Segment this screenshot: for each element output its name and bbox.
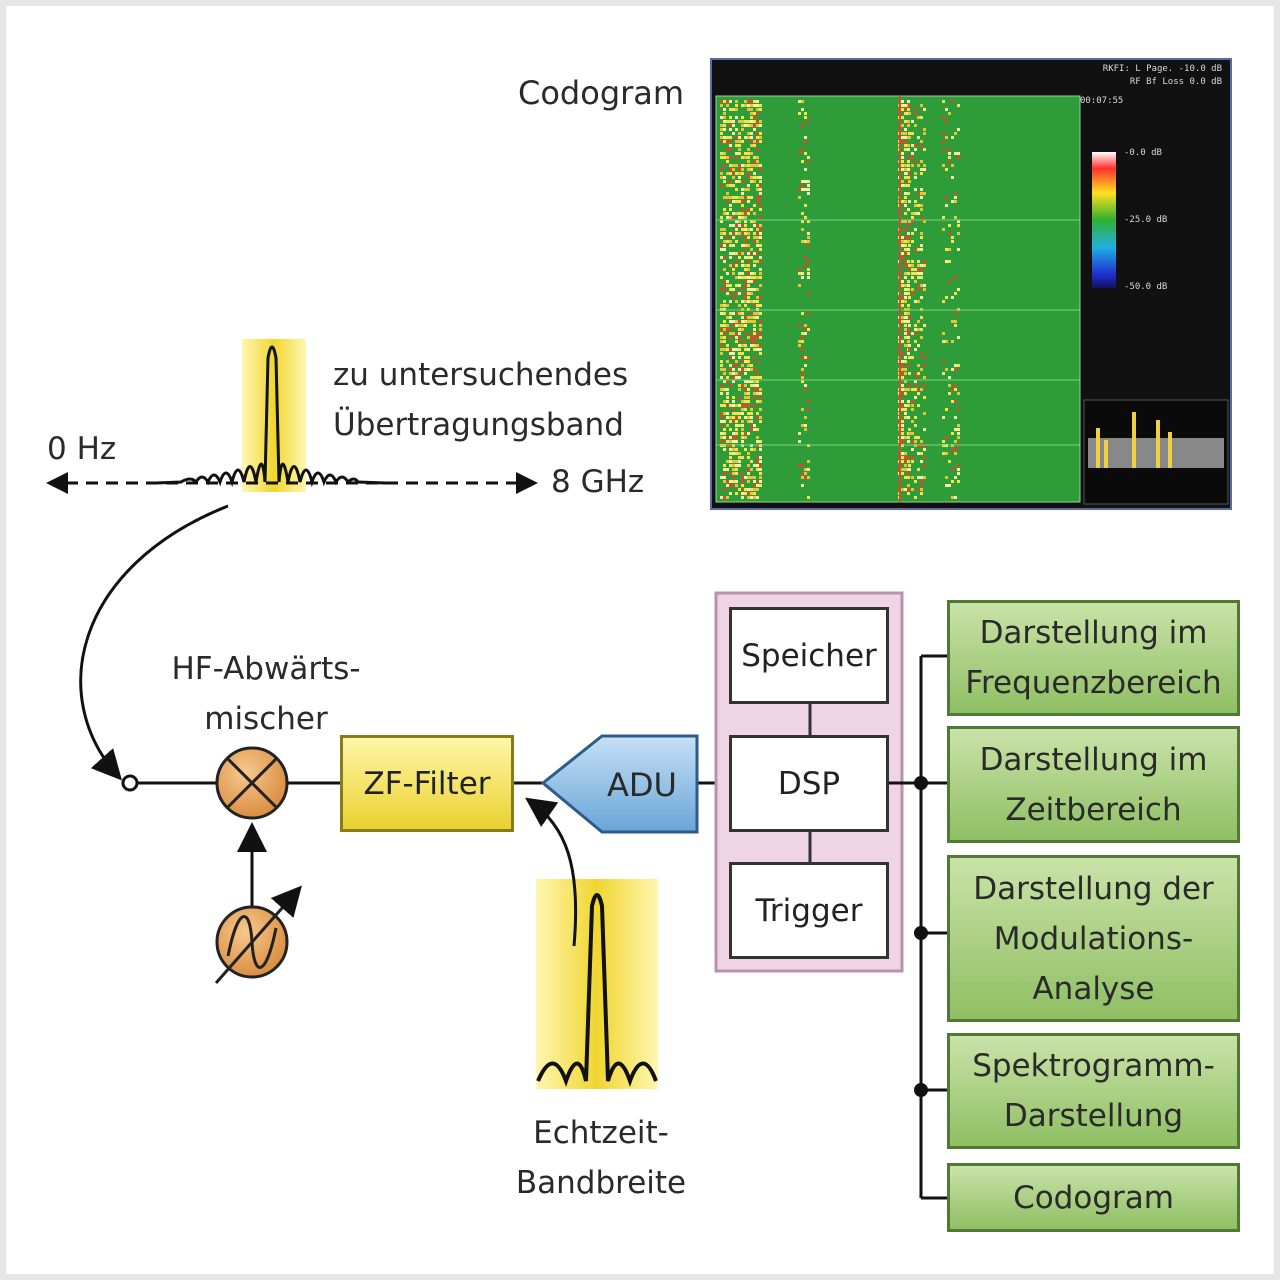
oscillator-symbol: [214, 885, 302, 984]
rtbw-label-1: Echtzeit-: [533, 1115, 669, 1151]
output-2-line-2: Zeitbereich: [1005, 791, 1182, 828]
input-terminal: [121, 774, 139, 792]
output-3-line-1: Darstellung der: [973, 870, 1214, 907]
output-frequency-domain: Darstellung im Frequenzbereich: [947, 600, 1240, 716]
band-to-input-arrow: [79, 504, 229, 781]
freq-axis-right-arrow: [516, 472, 538, 494]
output-1-line-2: Frequenzbereich: [965, 665, 1222, 701]
output-1-line-1: Darstellung im: [979, 615, 1208, 651]
screen-time: 00:07:55: [1080, 96, 1124, 106]
output-spectrogram: Spektrogramm- Darstellung: [947, 1033, 1240, 1149]
freq-start-label: 0 Hz: [47, 431, 117, 467]
output-3-line-2: Modulations-: [993, 920, 1194, 957]
dsp-label: DSP: [777, 765, 841, 802]
dsp-box: DSP: [729, 735, 889, 832]
freq-axis-left-arrow: [46, 472, 68, 494]
output-5-line-1: Codogram: [1013, 1179, 1174, 1216]
mixer-symbol: [215, 746, 289, 820]
mixer-label-1: HF-Abwärts-: [171, 651, 361, 687]
trigger-label: Trigger: [755, 892, 863, 929]
speicher-box: Speicher: [729, 607, 889, 704]
adu-label: ADU: [607, 766, 677, 804]
zf-filter-box: ZF-Filter: [340, 735, 514, 832]
mixer-label-2: mischer: [204, 701, 328, 737]
scale-top: -0.0 dB: [1124, 148, 1162, 158]
scale-bot: -50.0 dB: [1124, 282, 1168, 292]
rtbw-arrow: [525, 797, 578, 947]
output-codogram: Codogram: [947, 1163, 1240, 1232]
band-spectrum: [155, 345, 387, 488]
zf-filter-label: ZF-Filter: [363, 765, 491, 802]
trigger-box: Trigger: [729, 862, 889, 959]
band-label-1: zu untersuchendes: [333, 357, 629, 393]
codogram-screen: RKFI: L Page. -10.0 dB RF Bf Loss 0.0 dB…: [710, 58, 1232, 510]
rtbw-spectrum: [536, 893, 658, 1087]
codogram-plot: [715, 95, 1229, 505]
screen-header-2: RF Bf Loss 0.0 dB: [1129, 77, 1222, 87]
band-label-2: Übertragungsband: [333, 407, 624, 443]
freq-end-label: 8 GHz: [551, 464, 645, 500]
output-4-line-1: Spektrogramm-: [972, 1048, 1215, 1084]
screen-header-1: RKFI: L Page. -10.0 dB: [1102, 64, 1222, 74]
output-3-line-3: Analyse: [1032, 970, 1155, 1007]
output-time-domain: Darstellung im Zeitbereich: [947, 726, 1240, 843]
rtbw-highlight: [536, 879, 658, 1089]
output-2-line-1: Darstellung im: [979, 741, 1208, 778]
rtbw-label-2: Bandbreite: [515, 1165, 687, 1201]
speicher-label: Speicher: [741, 637, 877, 674]
scale-mid: -25.0 dB: [1124, 215, 1168, 225]
codogram-title: Codogram: [518, 74, 685, 112]
output-4-line-2: Darstellung: [1003, 1098, 1184, 1134]
adu-shape: [540, 734, 699, 834]
